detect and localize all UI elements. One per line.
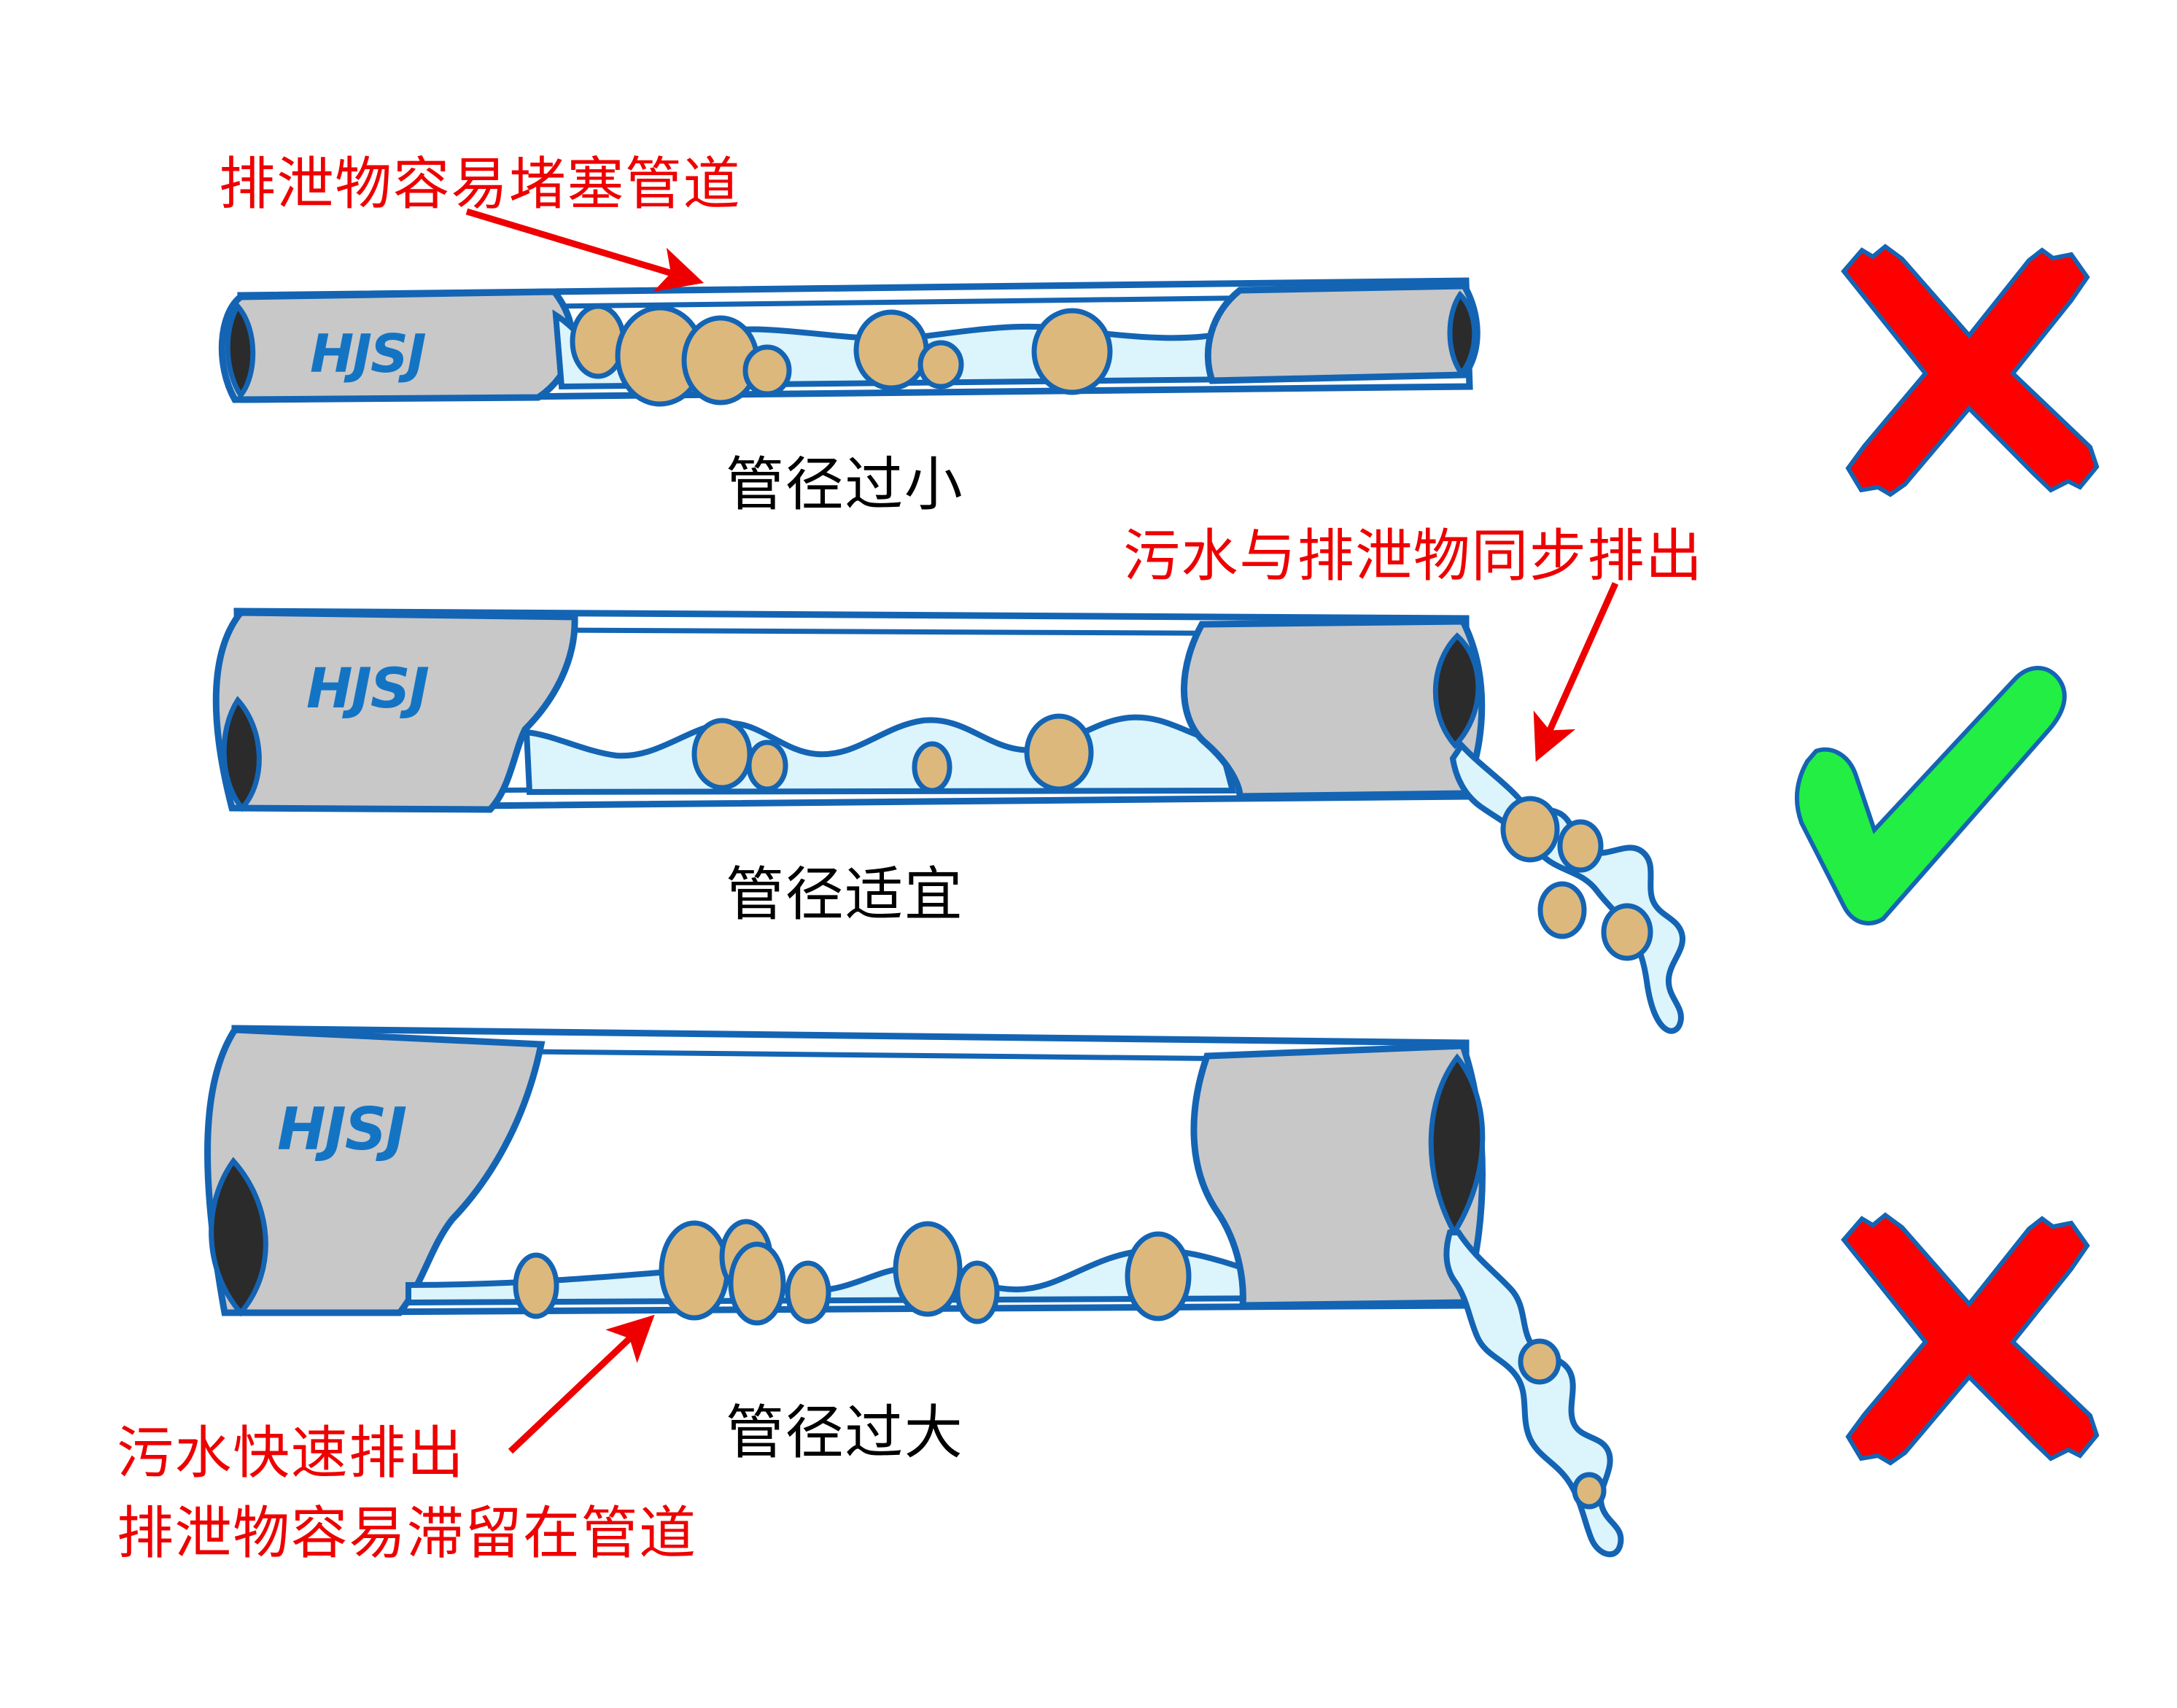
verdict-cross-top — [1841, 244, 2100, 497]
pipe-suitable: HJSJ — [212, 607, 1686, 1034]
solid-waste-group — [570, 303, 1113, 407]
caption-too-small: 管径过小 — [726, 451, 964, 519]
brand-logo-1: HJSJ — [310, 323, 426, 384]
pipe-too-large: HJSJ — [204, 1025, 1624, 1558]
brand-logo-2: HJSJ — [306, 656, 429, 721]
caption-too-large: 管径过大 — [726, 1399, 964, 1467]
solid-waste-group-2 — [691, 713, 1094, 793]
brand-logo-3: HJSJ — [277, 1095, 406, 1163]
verdict-cross-bottom — [1841, 1212, 2100, 1466]
pipe3-bore-left — [209, 1157, 268, 1317]
annotation-sync-discharge: 污水与排泄物同步排出 — [1123, 524, 1704, 589]
caption-suitable: 管径适宜 — [726, 861, 964, 928]
pipe-too-small: HJSJ — [218, 277, 1481, 407]
pipe-bore-right — [1447, 290, 1478, 378]
pipe2-grey-left-section — [212, 609, 578, 813]
arrow-anno-too-small — [465, 208, 705, 292]
outflow-solids-3 — [1518, 1338, 1607, 1510]
outflow-solids-2 — [1500, 796, 1653, 961]
arrow-anno-fast-drain — [508, 1314, 655, 1454]
arrow-anno-sync-discharge — [1533, 582, 1619, 762]
pipe3-grey-left-section — [204, 1026, 546, 1316]
verdict-check-middle — [1794, 666, 2067, 925]
pipe-grey-right-section — [1204, 282, 1481, 384]
annotation-too-small: 排泄物容易堵塞管道 — [219, 152, 742, 217]
pipe-grey-left-section — [218, 288, 576, 403]
solid-waste-group-3 — [513, 1219, 1192, 1326]
annotation-fast-drain: 污水快速排出 — [117, 1421, 465, 1486]
pipe2-bore-right — [1432, 632, 1481, 750]
pipe-bore-left — [225, 302, 256, 400]
annotation-retained: 排泄物容易滞留在管道 — [117, 1501, 697, 1567]
pipe2-bore-left — [221, 696, 262, 812]
